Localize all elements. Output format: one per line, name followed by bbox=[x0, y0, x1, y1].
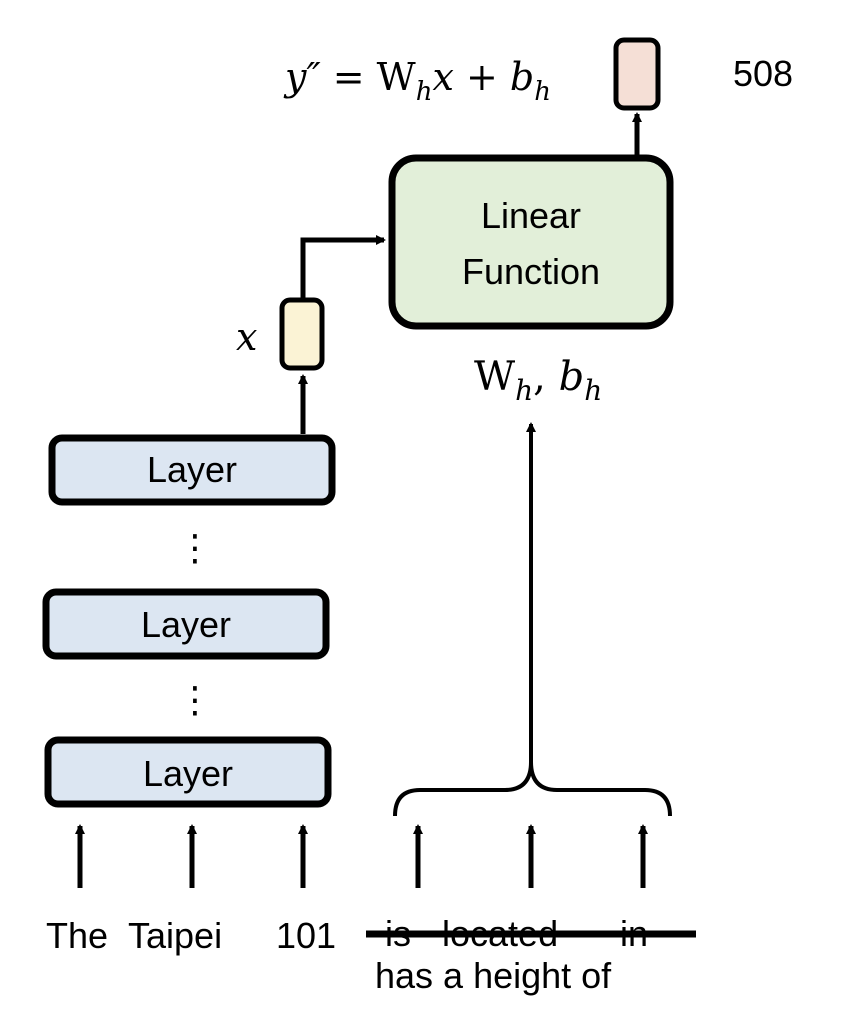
x-vector bbox=[279, 297, 325, 371]
token-replacement: has a height of bbox=[375, 955, 612, 996]
token-the: The bbox=[46, 915, 108, 956]
output-value: 508 bbox=[733, 53, 793, 94]
params-b-sub: h bbox=[584, 374, 602, 407]
formula: y″ = Whx + bh bbox=[283, 55, 551, 107]
linear-function-box bbox=[388, 154, 674, 330]
formula-y: y″ bbox=[283, 55, 321, 99]
params-w-sub: h bbox=[515, 374, 533, 407]
layer-bottom-label: Layer bbox=[143, 753, 233, 794]
formula-b: b bbox=[510, 55, 534, 99]
token-taipei: Taipei bbox=[128, 915, 222, 956]
formula-w: W bbox=[377, 55, 416, 99]
arrow-x-to-linear bbox=[300, 235, 386, 298]
output-vector bbox=[613, 37, 661, 111]
vdots-upper: ⋮ bbox=[177, 527, 213, 568]
layer-top bbox=[48, 434, 336, 506]
x-label: x bbox=[236, 315, 257, 359]
formula-w-sub: h bbox=[416, 77, 433, 107]
params-b: b bbox=[559, 354, 585, 400]
formula-x: x bbox=[432, 55, 453, 99]
vdots-lower: ⋮ bbox=[177, 679, 213, 720]
curly-brace bbox=[393, 761, 672, 817]
formula-plus: + bbox=[454, 55, 510, 99]
formula-b-sub: h bbox=[534, 77, 551, 107]
linear-box-line2: Function bbox=[462, 251, 600, 292]
layer-bottom bbox=[44, 736, 332, 808]
linear-box-line1: Linear bbox=[481, 195, 581, 236]
layer-middle-label: Layer bbox=[141, 604, 231, 645]
params-sep: , bbox=[533, 354, 558, 400]
params-label: Wh, bh bbox=[474, 354, 602, 407]
layer-top-label: Layer bbox=[147, 449, 237, 490]
params-w: W bbox=[474, 354, 515, 400]
token-101: 101 bbox=[276, 915, 336, 956]
formula-equals: = bbox=[321, 55, 377, 99]
layer-middle bbox=[42, 588, 330, 660]
